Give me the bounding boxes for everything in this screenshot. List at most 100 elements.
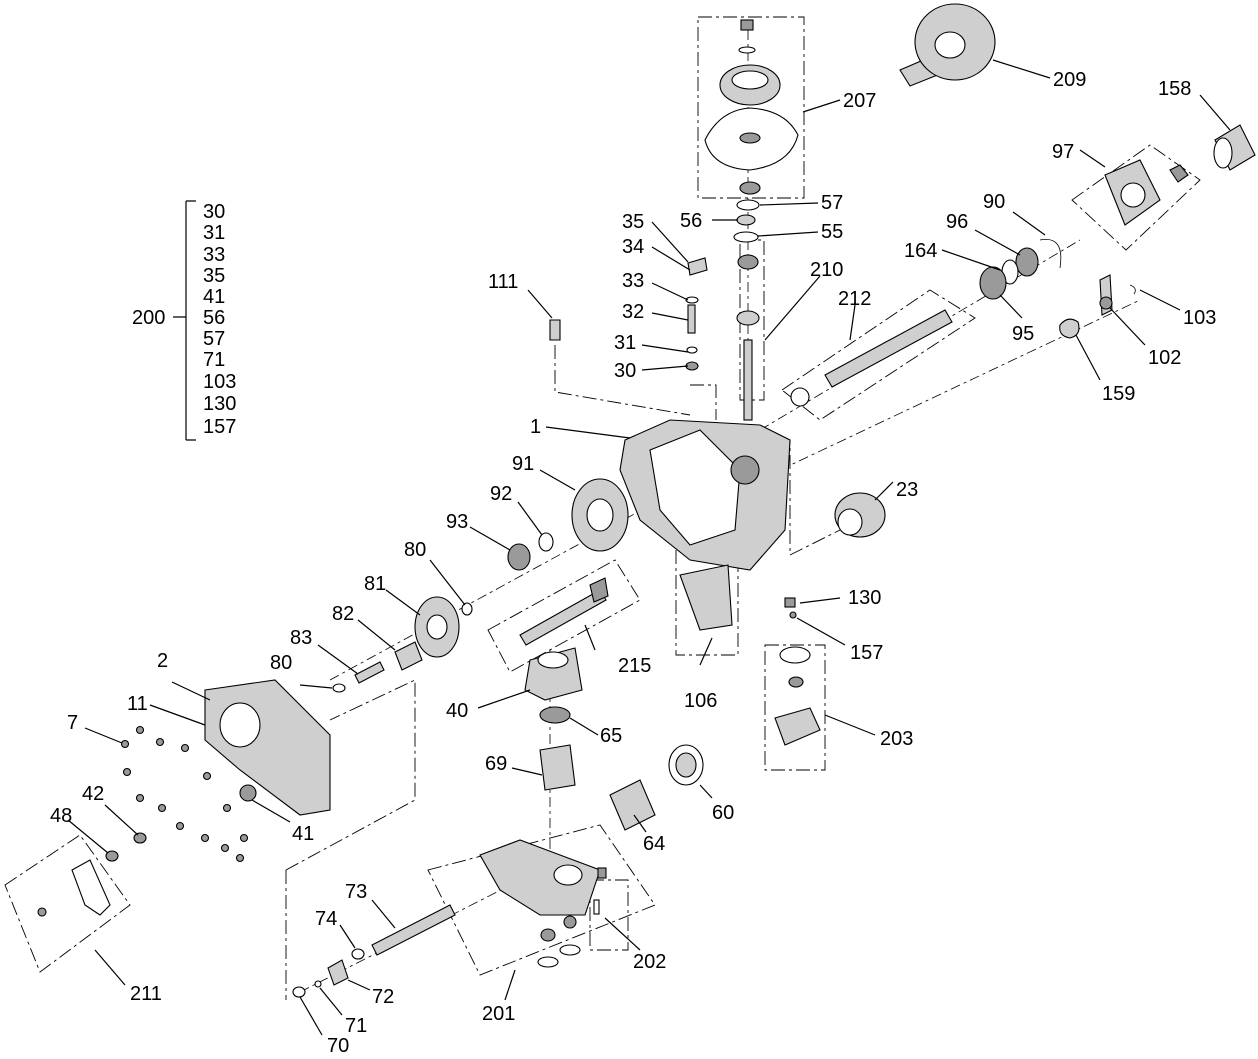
washer-80-shape xyxy=(461,602,473,616)
bolt-shape xyxy=(180,743,190,753)
bracket-211-shape xyxy=(71,859,111,916)
callout-106: 106 xyxy=(684,690,717,712)
leader-81 xyxy=(385,589,421,616)
leader-211 xyxy=(94,949,126,986)
valve-group-box xyxy=(589,879,629,951)
shaft-gear-shape xyxy=(589,577,609,603)
bolt-shape xyxy=(135,725,145,735)
leader-33 xyxy=(651,282,689,301)
callout-65: 65 xyxy=(600,725,622,747)
kit-item: 103 xyxy=(203,371,236,393)
callout-202: 202 xyxy=(633,951,666,973)
bearing-65-shape xyxy=(539,706,571,724)
axle-group-box xyxy=(781,289,976,421)
check-valve-shape xyxy=(540,928,556,942)
pin-203-shape xyxy=(788,676,804,688)
leader-73 xyxy=(371,899,396,929)
clip-103-shape xyxy=(1129,284,1136,295)
callout-labels: 207 209 158 97 90 96 164 95 103 102 159 … xyxy=(50,69,1216,1057)
shaft-215-shape xyxy=(519,589,607,646)
cover-2-boss-shape xyxy=(219,702,261,748)
bolt-shape xyxy=(120,739,130,749)
callout-164: 164 xyxy=(904,240,937,262)
fan-assembly xyxy=(704,19,799,195)
center-section-shape xyxy=(479,839,601,916)
leader-41 xyxy=(251,799,291,823)
bolt-shape xyxy=(202,771,212,781)
callout-201: 201 xyxy=(482,1003,515,1025)
callout-55: 55 xyxy=(821,221,843,243)
shaft-73-shape xyxy=(371,904,456,956)
bracket-group-box xyxy=(4,834,131,973)
leader-40 xyxy=(477,689,531,709)
filter-end-shape xyxy=(837,508,863,536)
callout-92: 92 xyxy=(490,483,512,505)
callout-40: 40 xyxy=(446,700,468,722)
callout-35: 35 xyxy=(622,211,644,233)
kit-item: 56 xyxy=(203,307,225,329)
callout-31: 31 xyxy=(614,332,636,354)
plate-203-shape xyxy=(774,707,821,746)
washer-74-shape xyxy=(351,948,365,960)
block-69-shape xyxy=(539,744,576,791)
leader-201 xyxy=(504,969,516,1001)
bearing-95-shape xyxy=(979,266,1007,300)
ring-60-inner-shape xyxy=(675,752,697,778)
plug-130-shape xyxy=(784,597,796,608)
fan-nut-shape xyxy=(739,181,761,195)
leader-31 xyxy=(641,344,689,353)
callout-48: 48 xyxy=(50,805,72,827)
nut-shape xyxy=(740,19,754,31)
callout-11: 11 xyxy=(127,693,148,715)
fan-hub-shape xyxy=(739,132,761,144)
bolt-shape xyxy=(175,821,185,831)
callout-23: 23 xyxy=(896,479,918,501)
leader-130 xyxy=(799,597,841,604)
leader-103 xyxy=(1139,289,1181,311)
callout-102: 102 xyxy=(1148,347,1181,369)
hub-nut-shape xyxy=(1169,164,1189,183)
fitting-guide xyxy=(554,345,691,416)
bolt-shape xyxy=(220,843,230,853)
bolt-shape xyxy=(155,737,165,747)
leader-212 xyxy=(849,304,856,341)
leader-215 xyxy=(584,624,596,651)
clip-71-shape xyxy=(314,980,322,988)
leader-60 xyxy=(699,784,713,799)
pin-83-shape xyxy=(354,661,385,684)
callout-2: 2 xyxy=(157,650,168,672)
leader-35 xyxy=(651,221,689,263)
arm-pivot-shape xyxy=(1099,296,1113,310)
bolt-group xyxy=(120,725,249,863)
leader-202 xyxy=(604,917,641,951)
leader-23 xyxy=(874,481,894,501)
bolt-shape xyxy=(122,767,132,777)
washer-92-shape xyxy=(538,532,554,552)
bolt-shape xyxy=(157,803,167,813)
bearing-93-shape xyxy=(507,543,531,571)
check-valve-2-shape xyxy=(563,915,577,929)
bearing-shape xyxy=(737,254,759,270)
cover-2-shape xyxy=(204,679,331,816)
washer-80b-shape xyxy=(332,683,346,693)
bolt-shape xyxy=(235,853,245,863)
callout-80a: 80 xyxy=(404,539,426,561)
callout-70: 70 xyxy=(327,1035,349,1057)
ring-31-shape xyxy=(686,346,698,354)
input-shaft-shape xyxy=(743,339,753,421)
cover-group-box xyxy=(675,544,739,656)
seal-shape xyxy=(537,956,559,968)
callout-215: 215 xyxy=(618,655,651,677)
washer-42-shape xyxy=(133,832,147,844)
shaft-32-shape xyxy=(687,304,696,334)
leader-102 xyxy=(1109,307,1146,346)
leader-7 xyxy=(84,727,123,744)
seal-57-shape xyxy=(736,199,760,211)
callout-42: 42 xyxy=(82,783,104,805)
callout-72: 72 xyxy=(372,986,394,1008)
leader-48 xyxy=(67,819,109,854)
kit-item: 57 xyxy=(203,328,225,350)
kit-item: 41 xyxy=(203,286,225,308)
leader-158 xyxy=(1199,94,1231,131)
